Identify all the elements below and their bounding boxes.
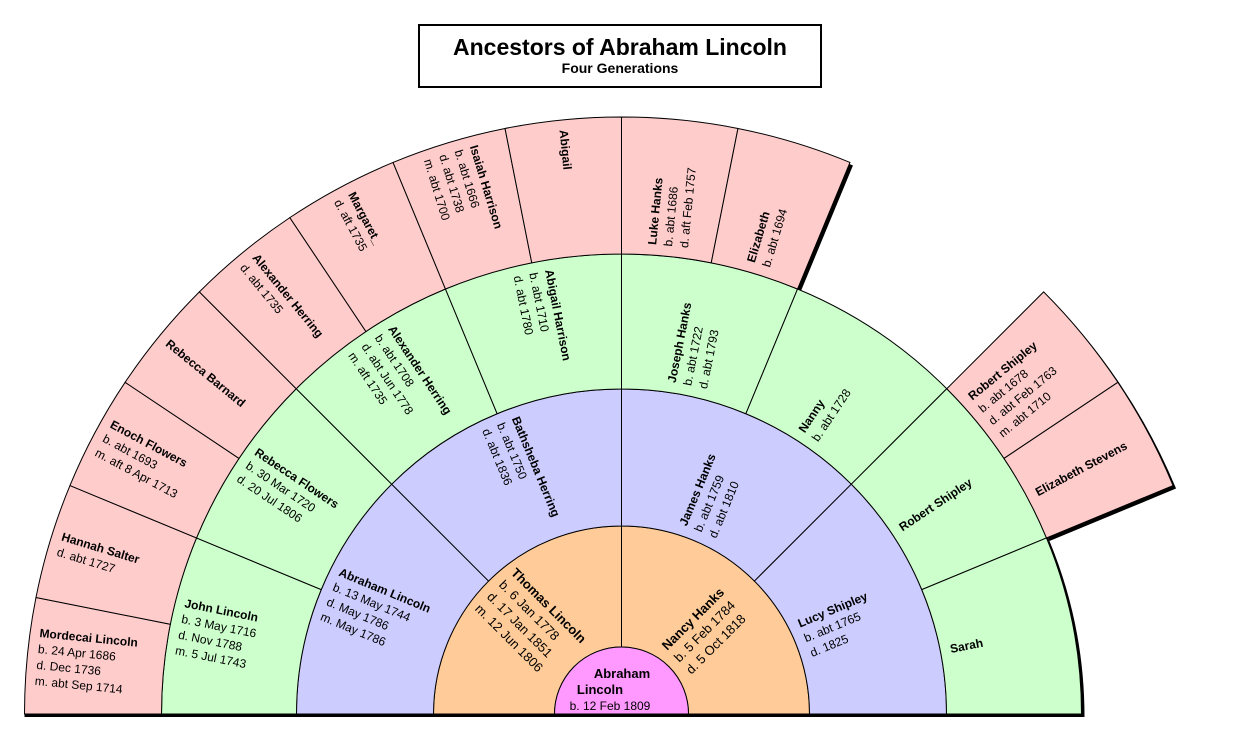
- root-name-line2: Lincoln: [577, 682, 623, 697]
- root-person[interactable]: Abraham Lincoln b. 12 Feb 1809: [553, 646, 690, 715]
- ancestor-sector[interactable]: [1003, 381, 1174, 539]
- ancestor-name: Sarah: [949, 636, 984, 656]
- ancestor-detail: b. abt 1686: [661, 186, 681, 247]
- chart-subtitle: Four Generations: [561, 60, 679, 76]
- ancestor-label: Sarah: [949, 636, 984, 656]
- ancestor-name: Luke Hanks: [645, 177, 666, 246]
- ancestor-sector[interactable]: [921, 537, 1083, 715]
- root-name-line1: Abraham: [594, 666, 650, 681]
- root-sector[interactable]: [553, 646, 690, 715]
- fan-sectors: [23, 116, 1174, 715]
- root-birth: b. 12 Feb 1809: [570, 699, 651, 713]
- ancestor-sector[interactable]: [710, 127, 851, 290]
- chart-title: Ancestors of Abraham Lincoln: [453, 34, 787, 60]
- ancestor-detail: d. Dec 1736: [36, 658, 102, 678]
- ancestor-name: Abigail: [557, 129, 575, 170]
- chart-title-box: Ancestors of Abraham Lincoln Four Genera…: [418, 24, 822, 88]
- ancestor-label: Abigail: [557, 129, 575, 170]
